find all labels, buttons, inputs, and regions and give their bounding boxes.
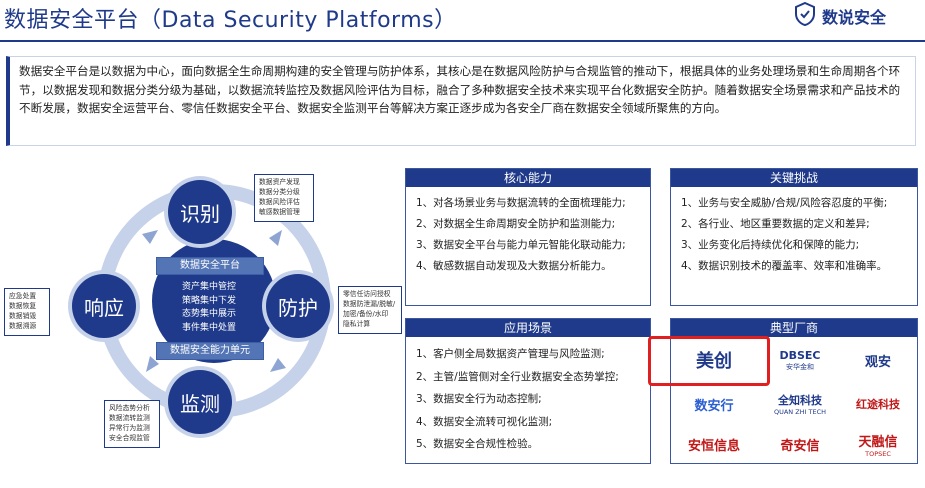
core-capabilities-panel: 核心能力 1、对各场景业务与数据流转的全面梳理能力; 2、对数据全生命周期安全防… (405, 168, 651, 306)
list-item: 4、数据识别技术的覆盖率、效率和准确率。 (681, 260, 888, 272)
respond-details: 应急处置 数据恢复 数据销毁 数据溯源 (4, 288, 50, 336)
brand-logo: 数说安全 (794, 1, 914, 30)
protect-details: 零信任访问授权 数据防泄漏/脱敏/ 加密/备份/水印 隐私计算 (338, 286, 402, 334)
list-item: 3、业务变化后持续优化和保障的能力; (681, 239, 860, 251)
panel-title: 核心能力 (406, 169, 650, 187)
intro-box: 数据安全平台是以数据为中心，面向数据全生命周期构建的安全管理与防护体系，其核心是… (6, 56, 916, 146)
list-item: 5、数据安全合规性检验。 (416, 438, 539, 450)
center-platform-label: 数据安全平台 (156, 257, 264, 275)
center-item: 资产集中管控 (181, 282, 236, 292)
list-item: 4、敏感数据自动发现及大数据分析能力。 (416, 260, 612, 272)
list-item: 1、客户侧全局数据资产管理与风险监测; (416, 348, 605, 360)
center-unit-label: 数据安全能力单元 (156, 342, 264, 360)
panel-title: 应用场景 (406, 319, 650, 337)
vendor-logo-qianxin: 奇安信 (780, 438, 820, 454)
node-respond: 响应 (72, 274, 136, 338)
vendor-logo-dbsec: DBSEC 安华金和 (779, 348, 821, 371)
list-item: 2、对数据全生命周期安全防护和监测能力; (416, 218, 616, 230)
vendor-logo-hongtu: 红途科技 (856, 398, 900, 411)
vendor-logo-topsec: 天融信 TOPSEC (858, 434, 898, 458)
list-item: 4、数据安全流转可视化监测; (416, 415, 553, 428)
vendor-logo-anheng: 安恒信息 (687, 438, 740, 454)
highlight-box (648, 336, 770, 386)
list-item: 2、各行业、地区重要数据的定义和差异; (681, 218, 870, 230)
node-protect: 防护 (266, 274, 330, 338)
list-item: 2、主管/监管侧对全行业数据安全态势掌控; (416, 370, 619, 383)
vendor-logo-guanan: 观安 (864, 354, 891, 370)
application-scenarios-panel: 应用场景 1、客户侧全局数据资产管理与风险监测; 2、主管/监管侧对全行业数据安… (405, 318, 651, 464)
key-challenges-panel: 关键挑战 1、业务与安全威胁/合规/风险容忍度的平衡; 2、各行业、地区重要数据… (670, 168, 918, 306)
shield-icon (794, 1, 816, 30)
center-item: 态势集中展示 (181, 309, 236, 319)
node-identify: 识别 (168, 180, 232, 244)
center-item: 事件集中处置 (181, 322, 236, 333)
panel-title: 关键挑战 (671, 169, 917, 187)
vendor-logo-quanzhi: 全知科技 QUAN ZHI TECH (773, 394, 827, 416)
list-item: 1、业务与安全威胁/合规/风险容忍度的平衡; (681, 197, 888, 209)
center-item: 策略集中下发 (181, 295, 236, 306)
typical-vendors-panel: 典型厂商 (670, 318, 918, 464)
node-monitor: 监测 (168, 370, 232, 434)
intro-text: 数据安全平台是以数据为中心，面向数据全生命周期构建的安全管理与防护体系，其核心是… (19, 64, 901, 115)
header-divider (0, 40, 925, 42)
vendor-logo-meichuang: 美创 (696, 351, 732, 372)
center-items: 资产集中管控 策略集中下发 态势集中展示 事件集中处置 (156, 281, 262, 335)
brand-name: 数说安全 (822, 8, 887, 27)
page-title: 数据安全平台（Data Security Platforms） (4, 8, 457, 33)
list-item: 3、数据安全平台与能力单元智能化联动能力; (416, 239, 626, 251)
list-item: 3、数据安全行为动态控制; (416, 393, 542, 405)
vendor-logo-shuanxing: 数安行 (694, 398, 734, 414)
identify-details: 数据资产发现 数据分类分级 数据风险评估 敏感数据管理 (254, 174, 314, 222)
monitor-details: 风险态势分析 数据流转监测 异常行为监测 安全合规监管 (104, 400, 160, 448)
panel-title: 典型厂商 (671, 319, 917, 337)
list-item: 1、对各场景业务与数据流转的全面梳理能力; (416, 197, 626, 209)
